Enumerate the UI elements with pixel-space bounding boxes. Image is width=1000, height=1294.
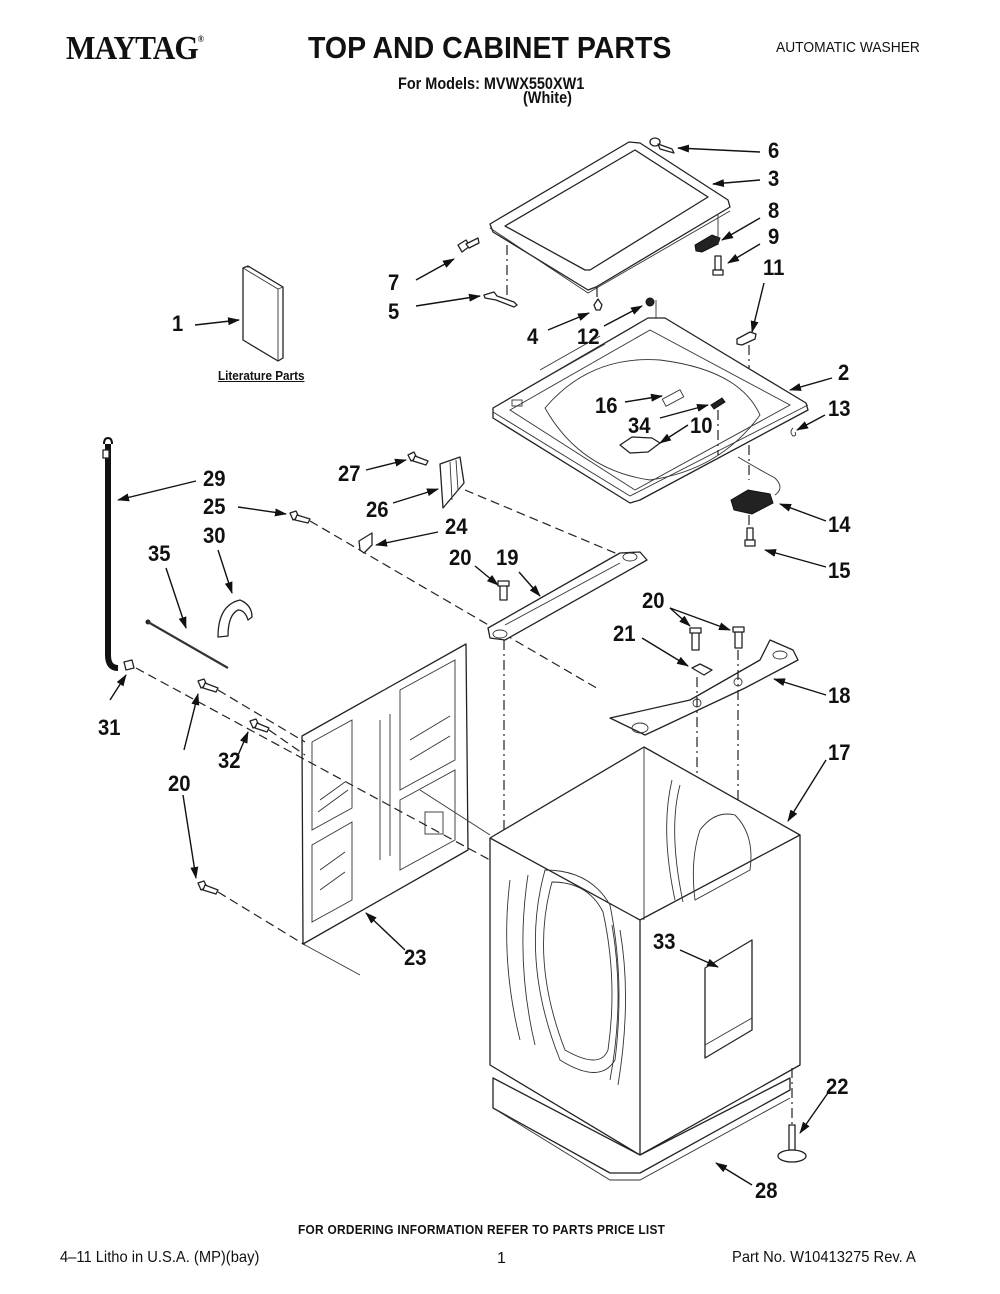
page-title: TOP AND CABINET PARTS bbox=[308, 30, 672, 65]
alignment-line bbox=[268, 729, 306, 756]
part-switch-screw[interactable] bbox=[744, 527, 756, 547]
alignment-line bbox=[135, 667, 491, 861]
part-hose-guide[interactable] bbox=[217, 599, 253, 638]
part-literature-booklet[interactable] bbox=[242, 265, 284, 362]
callout-4[interactable]: 4 bbox=[527, 324, 539, 349]
part-lid-hinge[interactable] bbox=[483, 291, 518, 308]
page-number: 1 bbox=[497, 1250, 506, 1267]
brand-name: MAYTAG bbox=[66, 30, 199, 67]
callout-34[interactable]: 34 bbox=[628, 413, 651, 438]
part-base[interactable] bbox=[492, 1077, 791, 1181]
part-bracket-26[interactable] bbox=[439, 456, 465, 509]
part-washer-top[interactable] bbox=[492, 317, 809, 504]
callout-13[interactable]: 13 bbox=[828, 396, 851, 421]
callout-25[interactable]: 25 bbox=[203, 494, 226, 519]
part-leveling-leg[interactable] bbox=[777, 1068, 807, 1163]
callout-24[interactable]: 24 bbox=[445, 514, 468, 539]
part-screw-25[interactable] bbox=[289, 510, 311, 524]
callout-17[interactable]: 17 bbox=[828, 740, 851, 765]
callout-5[interactable]: 5 bbox=[388, 299, 400, 324]
part-clip-21[interactable] bbox=[691, 663, 713, 676]
ordering-note: FOR ORDERING INFORMATION REFER TO PARTS … bbox=[298, 1223, 666, 1237]
callout-28[interactable]: 28 bbox=[755, 1178, 778, 1203]
part-screw-20-lower-left[interactable] bbox=[197, 880, 219, 895]
part-latch-screw[interactable] bbox=[712, 255, 724, 276]
callout-11[interactable]: 11 bbox=[763, 255, 785, 280]
callout-18[interactable]: 18 bbox=[828, 683, 851, 708]
callout-15[interactable]: 15 bbox=[828, 558, 851, 583]
callout-9[interactable]: 9 bbox=[768, 224, 780, 249]
part-front-brace[interactable] bbox=[487, 551, 648, 641]
part-lid[interactable] bbox=[489, 141, 731, 294]
part-screw-20-rear-right[interactable] bbox=[732, 626, 745, 649]
callout-27[interactable]: 27 bbox=[338, 461, 361, 486]
callout-31[interactable]: 31 bbox=[98, 715, 121, 740]
callout-6[interactable]: 6 bbox=[768, 138, 780, 163]
part-hose-clamp[interactable] bbox=[123, 659, 135, 671]
callout-29[interactable]: 29 bbox=[203, 466, 226, 491]
models-line: For Models: MVWX550XW1 bbox=[398, 74, 585, 93]
callout-8[interactable]: 8 bbox=[768, 198, 780, 223]
part-lid-switch[interactable] bbox=[730, 456, 781, 515]
part-bumper[interactable] bbox=[593, 298, 603, 311]
part-clip-24[interactable] bbox=[358, 532, 373, 554]
part-number: Part No. W10413275 Rev. A bbox=[732, 1249, 916, 1266]
part-screw-20-rear-left[interactable] bbox=[689, 627, 702, 651]
part-screw-20-upper-left[interactable] bbox=[197, 678, 219, 693]
part-lid-latch[interactable] bbox=[694, 215, 721, 253]
part-lid-screw[interactable] bbox=[457, 237, 480, 253]
litho-info: 4–11 Litho in U.S.A. (MP)(bay) bbox=[60, 1249, 260, 1266]
part-screw-32[interactable] bbox=[249, 718, 270, 733]
alignment-line bbox=[217, 689, 306, 743]
alignment-line bbox=[217, 891, 306, 946]
part-lid-switch-cover[interactable] bbox=[736, 331, 757, 346]
part-hinge-pin[interactable] bbox=[649, 137, 675, 154]
brand-logo: MAYTAG® bbox=[66, 30, 204, 68]
part-drain-hose[interactable] bbox=[102, 436, 119, 671]
callout-2[interactable]: 2 bbox=[838, 360, 850, 385]
callout-23[interactable]: 23 bbox=[404, 945, 427, 970]
part-clip[interactable] bbox=[790, 427, 797, 437]
color-line: (White) bbox=[523, 88, 572, 107]
callout-32[interactable]: 32 bbox=[218, 748, 241, 773]
callout-19[interactable]: 19 bbox=[496, 545, 519, 570]
part-screw-27[interactable] bbox=[407, 451, 429, 466]
callout-14[interactable]: 14 bbox=[828, 512, 851, 537]
alignment-line bbox=[464, 489, 621, 556]
callout-21[interactable]: 21 bbox=[613, 621, 636, 646]
callout-35[interactable]: 35 bbox=[148, 541, 171, 566]
part-screw-20-front[interactable] bbox=[497, 580, 510, 601]
part-nut[interactable] bbox=[645, 297, 655, 307]
leader-arrows bbox=[109, 144, 833, 1186]
callout-20-rear[interactable]: 20 bbox=[642, 588, 665, 613]
callout-33[interactable]: 33 bbox=[653, 929, 676, 954]
callout-7[interactable]: 7 bbox=[388, 270, 400, 295]
callout-20-left[interactable]: 20 bbox=[168, 771, 191, 796]
callout-16[interactable]: 16 bbox=[595, 393, 618, 418]
callout-12[interactable]: 12 bbox=[577, 324, 600, 349]
product-type: AUTOMATIC WASHER bbox=[776, 39, 920, 56]
alignment-line bbox=[304, 789, 491, 976]
callout-22[interactable]: 22 bbox=[826, 1074, 849, 1099]
callout-20-front[interactable]: 20 bbox=[449, 545, 472, 570]
callout-30[interactable]: 30 bbox=[203, 523, 226, 548]
callout-10[interactable]: 10 bbox=[690, 413, 713, 438]
part-cable-tie[interactable] bbox=[145, 619, 229, 669]
callout-1[interactable]: 1 bbox=[172, 311, 184, 336]
callout-26[interactable]: 26 bbox=[366, 497, 389, 522]
part-cabinet[interactable] bbox=[489, 746, 801, 1156]
part-rear-panel[interactable] bbox=[301, 643, 469, 945]
part-rear-brace[interactable] bbox=[609, 639, 799, 736]
callout-3[interactable]: 3 bbox=[768, 166, 780, 191]
literature-parts-label: Literature Parts bbox=[218, 368, 305, 383]
registered-mark: ® bbox=[197, 34, 204, 44]
